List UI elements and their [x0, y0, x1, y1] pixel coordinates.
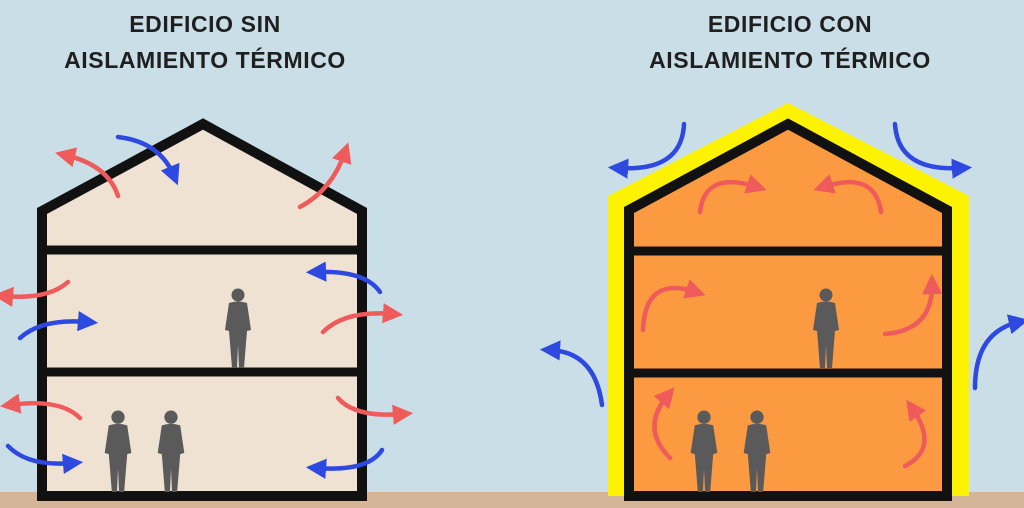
house-right-interior — [624, 118, 952, 501]
heat-arrow-icon — [882, 273, 943, 337]
heat-arrow-icon — [0, 393, 83, 421]
heat-arrow-icon — [297, 142, 352, 210]
cold-arrow-icon — [115, 134, 180, 186]
left-title-line1: EDIFICIO SIN — [129, 11, 281, 37]
heat-arrow-icon — [640, 279, 706, 333]
right-title: EDIFICIO CON AISLAMIENTO TÉRMICO — [590, 6, 990, 78]
cold-arrow-icon — [539, 340, 605, 408]
cold-arrow-icon — [305, 447, 385, 479]
cold-arrow-icon — [607, 121, 687, 179]
house-left-interior — [37, 118, 367, 501]
heat-arrow-icon — [902, 399, 927, 469]
cold-arrow-icon — [972, 314, 1024, 391]
heat-arrow-icon — [813, 174, 884, 215]
cold-arrow-icon — [5, 443, 84, 474]
cold-arrow-icon — [17, 311, 99, 341]
heat-arrow-icon — [55, 147, 121, 199]
house-uninsulated — [37, 118, 367, 501]
left-title: EDIFICIO SIN AISLAMIENTO TÉRMICO — [5, 6, 405, 78]
right-title-line1: EDIFICIO CON — [707, 11, 873, 37]
right-title-line2: AISLAMIENTO TÉRMICO — [649, 47, 931, 73]
left-title-line2: AISLAMIENTO TÉRMICO — [64, 47, 346, 73]
cold-arrow-icon — [892, 121, 973, 179]
heat-arrow-icon — [652, 387, 675, 461]
heat-arrow-icon — [697, 174, 767, 215]
heat-arrow-icon — [335, 395, 414, 425]
cold-arrow-icon — [305, 261, 383, 295]
heat-arrow-icon — [0, 279, 71, 307]
heat-arrow-icon — [320, 303, 404, 335]
